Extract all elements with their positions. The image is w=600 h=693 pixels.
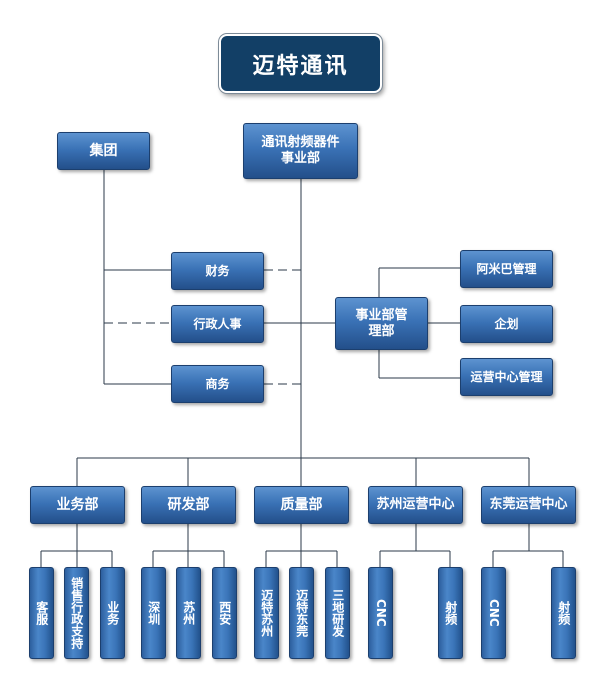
node-alibaba-management: 阿米巴管理: [460, 250, 553, 288]
sub-quality-suzhou: 迈特苏州: [254, 567, 279, 659]
sub-suzhou-cnc: CNC: [368, 567, 393, 659]
node-finance: 财务: [171, 252, 264, 290]
sub-dongguan-rf: 射频: [551, 567, 576, 659]
sub-quality-dongguan: 迈特东莞: [289, 567, 314, 659]
node-admin-hr: 行政人事: [171, 305, 264, 343]
node-group: 集团: [57, 132, 150, 170]
node-division-management: 事业部管理部: [335, 297, 428, 350]
node-suzhou-ops-center: 苏州运营中心: [368, 486, 463, 524]
node-division: 通讯射频器件事业部: [243, 123, 358, 179]
sub-dongguan-cnc: CNC: [481, 567, 506, 659]
sub-rnd-suzhou: 苏州: [176, 567, 201, 659]
node-planning: 企划: [460, 305, 553, 343]
node-dongguan-ops-center: 东莞运营中心: [481, 486, 576, 524]
sub-sales-business: 业务: [100, 567, 125, 659]
node-sales-dept: 业务部: [30, 486, 125, 524]
sub-quality-three-site-rnd: 三地研发: [325, 567, 350, 659]
node-ops-center-management: 运营中心管理: [460, 358, 553, 396]
sub-customer-service: 客服: [29, 567, 54, 659]
company-title: 迈特通讯: [219, 34, 382, 93]
node-business: 商务: [171, 365, 264, 403]
sub-rnd-shenzhen: 深圳: [141, 567, 166, 659]
sub-sales-admin-support: 销售行政支持: [64, 567, 89, 659]
node-quality-dept: 质量部: [254, 486, 349, 524]
node-rnd-dept: 研发部: [141, 486, 236, 524]
sub-rnd-xian: 西安: [212, 567, 237, 659]
sub-suzhou-rf: 射频: [438, 567, 463, 659]
